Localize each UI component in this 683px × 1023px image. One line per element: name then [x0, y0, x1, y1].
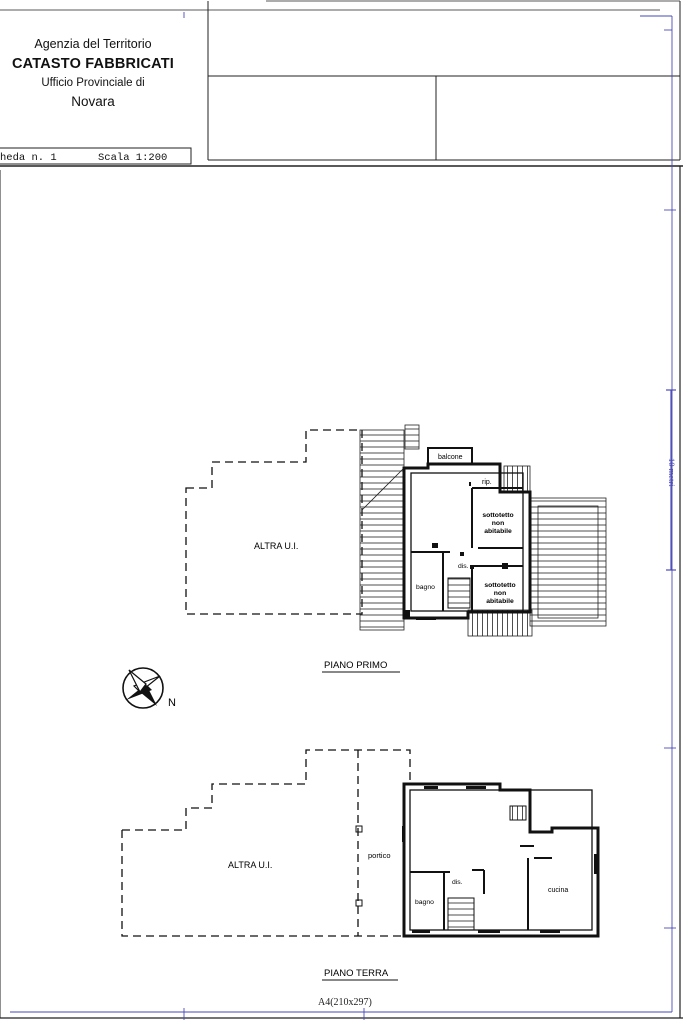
attic-1-label-line2: non — [492, 520, 504, 527]
lower-bath-label: bagno — [415, 899, 434, 906]
catasto-title: CATASTO FABBRICATI — [11, 56, 175, 72]
upper-hall-label: dis. — [458, 563, 469, 570]
attic-2-label-line2: non — [494, 590, 506, 597]
attic-2-label-line3: abitabile — [486, 598, 514, 605]
lower-other-unit-label: ALTRA U.I. — [228, 860, 272, 870]
kitchen-label: cucina — [548, 887, 568, 894]
sheet-number: heda n. 1 — [0, 152, 57, 164]
lower-floor-plan: ALTRA U.I. portico dis. bagno cucina PIA… — [121, 749, 600, 981]
lower-plan-title: PIANO TERRA — [324, 968, 389, 979]
lower-hall-label: dis. — [452, 879, 463, 886]
attic-1-label-line3: abitabile — [484, 528, 512, 535]
scale-label: Scala 1:200 — [98, 152, 168, 164]
north-compass-icon: N — [122, 667, 176, 709]
scale-ruler — [666, 389, 676, 571]
north-label: N — [168, 697, 176, 709]
crop-marks — [10, 12, 676, 1020]
provincial-office: Ufficio Provinciale di — [41, 77, 145, 89]
agency-name: Agenzia del Territorio — [34, 37, 152, 51]
upper-plan-title: PIANO PRIMO — [324, 660, 387, 671]
attic-1-label-line1: sottotetto — [482, 512, 513, 519]
balcony-label: balcone — [438, 454, 463, 461]
upper-other-unit-label: ALTRA U.I. — [254, 541, 298, 551]
storage-label: rip. — [482, 479, 492, 486]
ruler-label: 10 metri — [667, 458, 677, 487]
attic-2-label-line1: sottotetto — [484, 582, 515, 589]
paper-size-label: A4(210x297) — [318, 997, 372, 1008]
office-city: Novara — [71, 94, 115, 109]
upper-floor-plan: ALTRA U.I. balcone rip. sottotetto non a… — [185, 424, 607, 673]
porch-label: portico — [368, 851, 391, 860]
upper-bath-label: bagno — [416, 584, 435, 591]
